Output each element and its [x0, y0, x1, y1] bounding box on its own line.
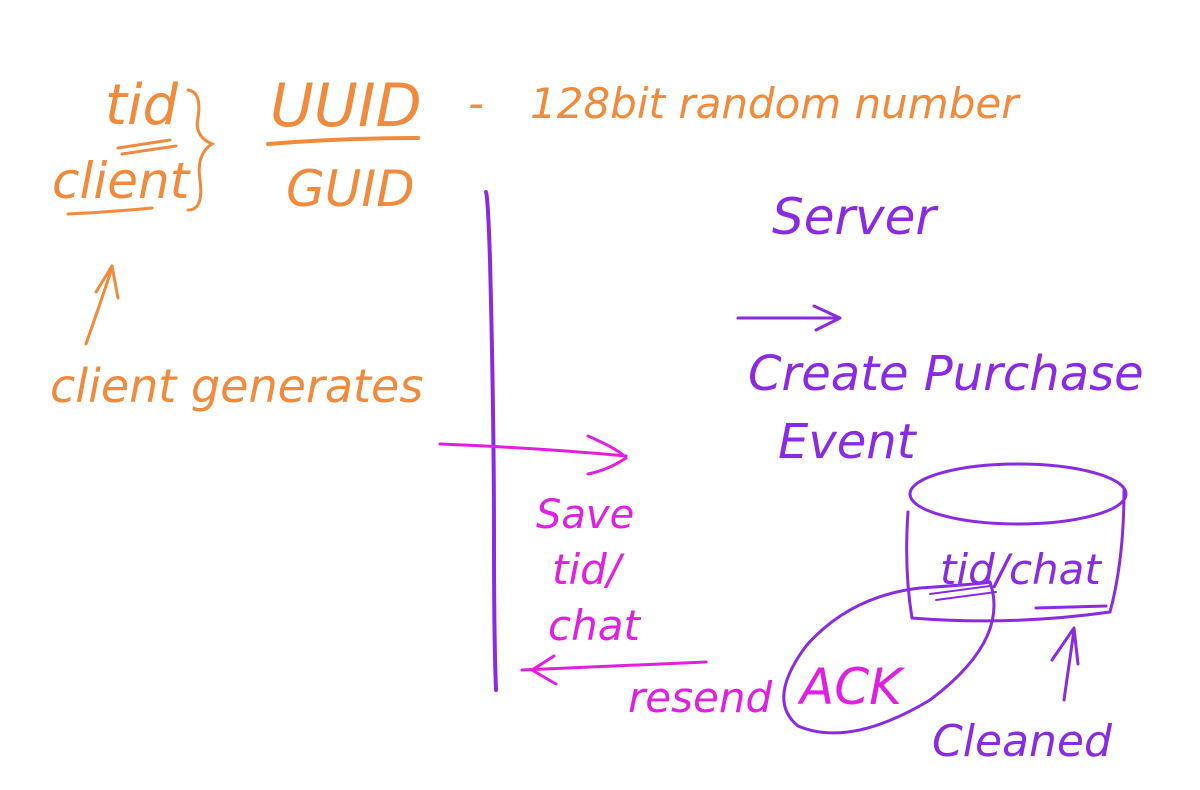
client-flow: Save tid/ chat resend — [438, 434, 772, 722]
return-arrow-icon — [520, 654, 708, 686]
fraction-bar — [266, 136, 420, 146]
right-arrow-icon — [736, 304, 842, 332]
db-top — [908, 462, 1128, 526]
ack-label: ACK — [797, 658, 906, 716]
client-underline — [66, 206, 154, 216]
cleaned-arrow-icon — [1050, 626, 1080, 702]
resend-label: resend — [628, 673, 772, 722]
note-dash: - — [468, 78, 484, 129]
server-section: Server Create Purchase Event — [484, 188, 1144, 692]
server-title: Server — [772, 188, 939, 246]
up-arrow-icon — [84, 264, 120, 346]
curly-brace — [186, 88, 216, 212]
note-client: client — [52, 152, 192, 210]
note-guid: GUID — [286, 160, 415, 218]
ack-outline — [782, 580, 996, 735]
db-underline — [1034, 604, 1108, 610]
identifier-notes: tid client UUID GUID - 128bit random num… — [50, 71, 1021, 413]
note-tid: tid — [105, 73, 179, 138]
note-random-number: 128bit random number — [530, 79, 1021, 128]
chat-label: chat — [548, 601, 641, 650]
create-purchase-label: Create Purchase — [748, 346, 1144, 402]
flow-arrow-icon — [438, 434, 628, 476]
note-client-generates: client generates — [50, 359, 423, 413]
event-label: Event — [778, 414, 918, 470]
divider-line — [484, 190, 498, 692]
strike-mark — [116, 138, 178, 156]
save-label: Save — [536, 492, 634, 538]
ack-bubble: ACK — [782, 580, 996, 735]
db-label: tid/chat — [940, 545, 1102, 594]
database-cylinder: tid/chat Cleaned — [905, 462, 1128, 767]
tid-label: tid/ — [552, 545, 625, 594]
note-uuid: UUID — [270, 71, 422, 141]
db-body — [905, 488, 1126, 623]
db-strike — [929, 585, 997, 601]
cleaned-label: Cleaned — [932, 716, 1113, 767]
